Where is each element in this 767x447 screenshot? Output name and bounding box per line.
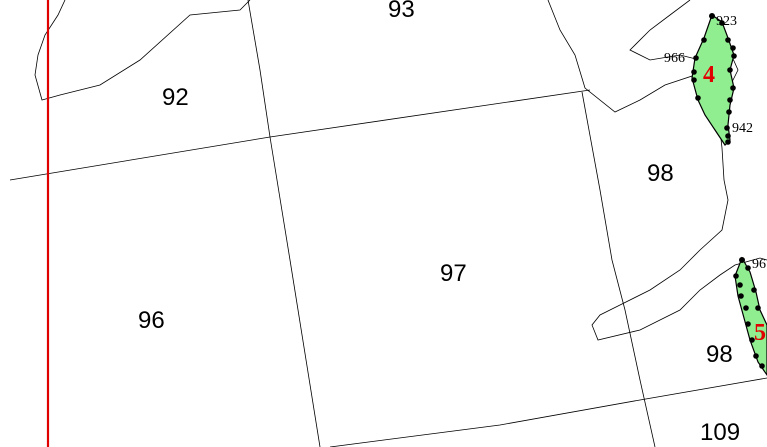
vertex-point	[745, 265, 751, 271]
boundary-line	[247, 0, 321, 447]
zone-label-5: 5	[754, 320, 766, 346]
region-label-96: 96	[138, 307, 165, 334]
boundary-line	[329, 377, 767, 447]
vertex-point	[725, 139, 731, 145]
vertex-point	[693, 55, 699, 61]
region-label-97: 97	[440, 260, 467, 287]
vertex-point	[730, 45, 736, 51]
point-label-966: 966	[664, 51, 685, 66]
vertex-point	[733, 273, 739, 279]
region-boundaries	[9, 0, 767, 447]
boundary-line	[581, 91, 656, 447]
vertex-point	[691, 77, 697, 83]
vertex-point	[691, 69, 697, 75]
zone-5[interactable]	[734, 256, 767, 377]
vertex-point	[730, 85, 736, 91]
region-label-98-upper: 98	[647, 160, 674, 187]
zone-label-4: 4	[703, 62, 715, 88]
vertex-point	[719, 20, 725, 26]
point-label-923: 923	[716, 14, 737, 29]
vertex-point	[701, 37, 707, 43]
vertex-point	[737, 282, 743, 288]
vertex-point	[725, 37, 731, 43]
coastline-west	[34, 0, 251, 101]
vertex-point	[745, 321, 751, 327]
vertex-point	[695, 95, 701, 101]
vertex-point	[709, 13, 715, 19]
vertex-point	[743, 305, 749, 311]
point-label-942: 942	[732, 121, 753, 136]
region-label-92: 92	[162, 84, 189, 111]
vertex-point	[749, 337, 755, 343]
vertex-point	[724, 125, 730, 131]
point-label-96: 96	[752, 257, 766, 272]
vertex-point	[726, 109, 732, 115]
vertex-point	[727, 97, 733, 103]
boundary-line	[9, 89, 591, 181]
zone-labels: 4 5	[703, 62, 766, 346]
point-labels: 923 966 942 96	[664, 14, 766, 272]
vertex-point	[738, 293, 744, 299]
vertex-point	[731, 53, 737, 59]
region-label-93: 93	[388, 0, 415, 23]
region-label-109: 109	[700, 419, 740, 446]
zone-vertices	[691, 13, 765, 369]
vertex-point	[759, 363, 765, 369]
vertex-point	[751, 287, 757, 293]
region-labels: 93 92 96 97 98 98 109	[138, 0, 740, 446]
vertex-point	[739, 257, 745, 263]
vertex-point	[755, 305, 761, 311]
zone-5-polygon[interactable]	[734, 256, 767, 377]
region-label-98-lower: 98	[706, 341, 733, 368]
vertex-point	[727, 67, 733, 73]
vertex-point	[753, 353, 759, 359]
vertex-point	[725, 133, 731, 139]
